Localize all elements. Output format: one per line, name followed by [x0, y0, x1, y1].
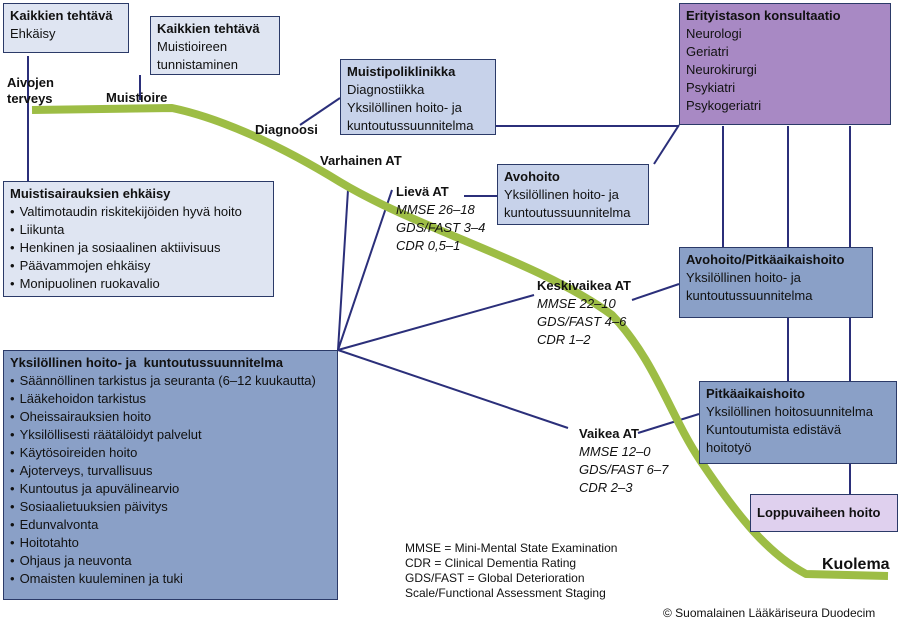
- box-line: Kuntoutumista edistävä: [706, 422, 842, 437]
- box-line: Geriatri: [686, 44, 729, 59]
- box-line: hoitotyö: [706, 440, 752, 455]
- fan-moderate: [337, 294, 535, 351]
- stage-cdr: CDR 0,5–1: [396, 238, 461, 253]
- box-title: Erityistason konsultaatio: [686, 8, 841, 23]
- fan-mild: [337, 189, 393, 351]
- box-title: Muistipoliklinikka: [347, 64, 456, 79]
- prevention-list: Valtimotaudin riskitekijöiden hyvä hoito…: [10, 203, 267, 293]
- list-item: Lääkehoidon tarkistus: [10, 390, 331, 408]
- connector-specialist-outpatient: [653, 124, 680, 165]
- list-item: Päävammojen ehkäisy: [10, 257, 267, 275]
- stage-cdr: CDR 2–3: [579, 480, 633, 495]
- disease-progression-path: [31, 104, 889, 580]
- box-all-tasks-recognition: Kaikkien tehtävä Muistioireen tunnistami…: [150, 16, 280, 75]
- box-title: Muistisairauksien ehkäisy: [10, 186, 171, 201]
- box-line: Yksilöllinen hoitosuunnitelma: [706, 404, 873, 419]
- label-brain-health: Aivojen terveys: [7, 75, 54, 107]
- list-item: Valtimotaudin riskitekijöiden hyvä hoito: [10, 203, 267, 221]
- label-line: terveys: [7, 91, 53, 106]
- legend-line: GDS/FAST = Global Deterioration: [405, 571, 585, 585]
- box-prevention: Muistisairauksien ehkäisy Valtimotaudin …: [3, 181, 274, 297]
- box-line: Psykiatri: [686, 80, 736, 95]
- list-item: Henkinen ja sosiaalinen aktiivisuus: [10, 239, 267, 257]
- list-item: Kuntoutus ja apuvälinearvio: [10, 480, 331, 498]
- list-item: Käytösoireiden hoito: [10, 444, 331, 462]
- stage-label: Keskivaikea AT: [537, 278, 631, 293]
- box-line: tunnistaminen: [157, 57, 238, 72]
- box-longterm-care: Pitkäaikaishoito Yksilöllinen hoitosuunn…: [699, 381, 897, 464]
- list-item: Omaisten kuuleminen ja tuki: [10, 570, 331, 588]
- list-item: Monipuolinen ruokavalio: [10, 275, 267, 293]
- stage-gds: GDS/FAST 4–6: [537, 314, 627, 329]
- stage-cdr: CDR 1–2: [537, 332, 591, 347]
- box-line: Diagnostiikka: [347, 82, 425, 97]
- box-line: Yksilöllinen hoito- ja: [504, 187, 619, 202]
- box-line: kuntoutussuunnitelma: [347, 118, 474, 133]
- box-line: kuntoutussuunnitelma: [686, 288, 813, 303]
- list-item: Ajoterveys, turvallisuus: [10, 462, 331, 480]
- box-line: kuntoutussuunnitelma: [504, 205, 631, 220]
- list-item: Ohjaus ja neuvonta: [10, 552, 331, 570]
- connector-moderate: [631, 283, 680, 301]
- box-line: Yksilöllinen hoito- ja: [347, 100, 462, 115]
- box-all-tasks-prevention: Kaikkien tehtävä Ehkäisy: [3, 3, 129, 53]
- box-line: Psykogeriatri: [686, 98, 762, 113]
- stage-severe: Vaikea AT MMSE 12–0 GDS/FAST 6–7 CDR 2–3: [579, 425, 668, 497]
- stage-label: Lievä AT: [396, 184, 449, 199]
- box-care-plan: Yksilöllinen hoito- ja kuntoutussuunnite…: [3, 350, 338, 600]
- fan-early: [337, 189, 349, 351]
- legend-line: MMSE = Mini-Mental State Examination: [405, 541, 618, 555]
- box-title: Kaikkien tehtävä: [10, 8, 113, 23]
- box-outpatient-longterm: Avohoito/Pitkäaikaishoito Yksilöllinen h…: [679, 247, 873, 318]
- list-item: Säännöllinen tarkistus ja seuranta (6–12…: [10, 372, 331, 390]
- connector-diagnosis: [299, 97, 341, 126]
- box-title: Yksilöllinen hoito- ja kuntoutussuunnite…: [10, 355, 284, 370]
- stage-moderate: Keskivaikea AT MMSE 22–10 GDS/FAST 4–6 C…: [537, 277, 631, 349]
- legend-line: CDR = Clinical Dementia Rating: [405, 556, 577, 570]
- care-plan-list: Säännöllinen tarkistus ja seuranta (6–12…: [10, 372, 331, 588]
- box-line: Ehkäisy: [10, 26, 56, 41]
- list-item: Sosiaalietuuksien päivitys: [10, 498, 331, 516]
- copyright: © Suomalainen Lääkäriseura Duodecim: [663, 606, 876, 620]
- list-item: Liikunta: [10, 221, 267, 239]
- list-item: Oheissairauksien hoito: [10, 408, 331, 426]
- list-item: Edunvalvonta: [10, 516, 331, 534]
- stage-mmse: MMSE 12–0: [579, 444, 651, 459]
- box-line: Neurokirurgi: [686, 62, 757, 77]
- list-item: Hoitotahto: [10, 534, 331, 552]
- label-memory-symptom: Muistioire: [106, 90, 168, 105]
- box-line: Yksilöllinen hoito- ja: [686, 270, 801, 285]
- label-early-ad: Varhainen AT: [320, 153, 402, 168]
- legend: MMSE = Mini-Mental State Examination CDR…: [405, 541, 617, 601]
- label-line: Aivojen: [7, 75, 54, 90]
- stage-gds: GDS/FAST 3–4: [396, 220, 486, 235]
- box-memory-clinic: Muistipoliklinikka Diagnostiikka Yksilöl…: [340, 59, 496, 135]
- box-title: Avohoito/Pitkäaikaishoito: [686, 252, 845, 267]
- box-line: Neurologi: [686, 26, 742, 41]
- list-item: Yksilöllisesti räätälöidyt palvelut: [10, 426, 331, 444]
- box-line: Muistioireen: [157, 39, 228, 54]
- box-title: Kaikkien tehtävä: [157, 21, 260, 36]
- stage-mmse: MMSE 22–10: [537, 296, 616, 311]
- box-title: Avohoito: [504, 169, 560, 184]
- stage-mmse: MMSE 26–18: [396, 202, 475, 217]
- box-specialist-consultation: Erityistason konsultaatio Neurologi Geri…: [679, 3, 891, 125]
- stage-mild: Lievä AT MMSE 26–18 GDS/FAST 3–4 CDR 0,5…: [396, 183, 485, 255]
- label-diagnosis: Diagnoosi: [255, 122, 318, 137]
- connector-severe: [637, 413, 700, 434]
- box-outpatient: Avohoito Yksilöllinen hoito- ja kuntoutu…: [497, 164, 649, 225]
- box-title: Loppuvaiheen hoito: [757, 505, 881, 520]
- legend-line: Scale/Functional Assessment Staging: [405, 586, 606, 600]
- stage-gds: GDS/FAST 6–7: [579, 462, 669, 477]
- fan-severe: [337, 349, 569, 429]
- box-title: Pitkäaikaishoito: [706, 386, 805, 401]
- label-death: Kuolema: [822, 556, 890, 573]
- box-end-of-life-care: Loppuvaiheen hoito: [750, 494, 898, 532]
- stage-label: Vaikea AT: [579, 426, 639, 441]
